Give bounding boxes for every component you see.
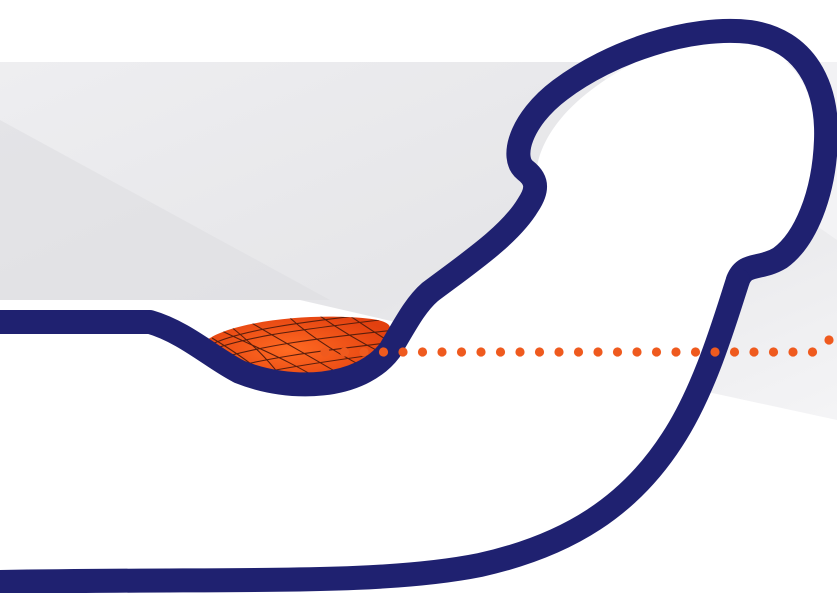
leader-dot (457, 347, 466, 356)
leader-dot (632, 347, 641, 356)
leader-dot (574, 347, 583, 356)
leader-dot (476, 347, 485, 356)
leader-dot (359, 347, 368, 356)
leader-dot (418, 347, 427, 356)
leader-dot (652, 347, 661, 356)
leader-dot (824, 335, 833, 344)
leader-dot (808, 347, 817, 356)
leader-dot (340, 347, 349, 356)
leader-dot (320, 347, 329, 356)
leader-dot (788, 347, 797, 356)
leader-dot (535, 347, 544, 356)
leader-dot (671, 347, 680, 356)
leader-dot (437, 347, 446, 356)
leader-dot (496, 347, 505, 356)
leader-dot (691, 347, 700, 356)
leader-dot (749, 347, 758, 356)
leader-dot (593, 347, 602, 356)
leader-dot (379, 347, 388, 356)
leader-dot (613, 347, 622, 356)
leader-dot (769, 347, 778, 356)
leader-dot (730, 347, 739, 356)
leader-dot (398, 347, 407, 356)
leader-dot (710, 347, 719, 356)
leader-dot (515, 347, 524, 356)
leader-dot (554, 347, 563, 356)
